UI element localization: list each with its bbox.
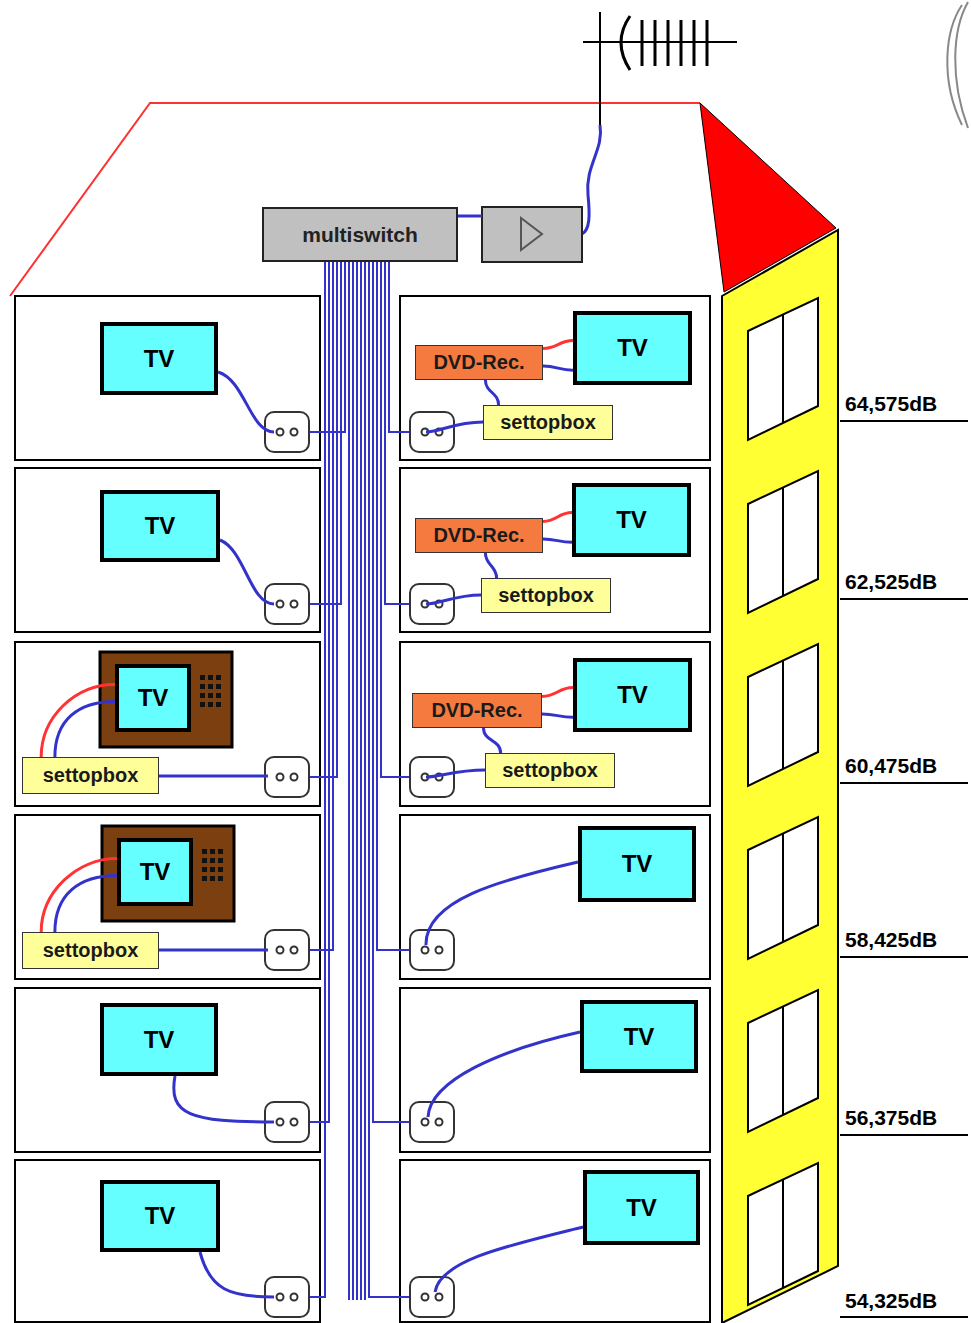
av-cable	[542, 714, 573, 717]
settopbox-box: settopbox	[22, 757, 159, 794]
level-label: 58,425dB	[845, 928, 937, 952]
tv-screen: TV	[573, 658, 692, 732]
node-text: TV	[617, 681, 648, 709]
settopbox-box: settopbox	[22, 932, 159, 969]
av-cable	[542, 688, 573, 697]
node-text: TV	[140, 858, 171, 886]
tv-screen: TV	[117, 838, 193, 906]
node-text: TV	[144, 1026, 175, 1054]
node-text: TV	[616, 506, 647, 534]
node-text: DVD-Rec.	[433, 351, 524, 374]
level-label: 60,475dB	[845, 754, 937, 778]
window	[748, 990, 818, 1132]
tv-screen: TV	[583, 1170, 700, 1245]
wall-socket	[265, 757, 309, 797]
wall-socket	[410, 1277, 454, 1317]
multiswitch-box: multiswitch	[262, 207, 458, 262]
dvd-recorder-box: DVD-Rec.	[415, 518, 543, 553]
node-text: DVD-Rec.	[433, 524, 524, 547]
level-label: 56,375dB	[845, 1106, 937, 1130]
av-cable	[543, 366, 573, 370]
window	[748, 817, 818, 959]
wall-socket	[265, 930, 309, 970]
node-text: settopbox	[43, 939, 139, 962]
window	[748, 1163, 818, 1305]
level-label: 62,525dB	[845, 570, 937, 594]
node-text: settopbox	[502, 759, 598, 782]
av-cable	[485, 380, 498, 405]
av-cable	[543, 539, 572, 542]
node-text: settopbox	[43, 764, 139, 787]
wall-socket	[410, 930, 454, 970]
dvd-recorder-box: DVD-Rec.	[415, 345, 543, 380]
node-text: settopbox	[500, 411, 596, 434]
av-cable	[484, 728, 501, 753]
node-text: TV	[617, 334, 648, 362]
level-label: 64,575dB	[845, 392, 937, 416]
node-text: TV	[138, 684, 169, 712]
settopbox-box: settopbox	[485, 753, 615, 788]
node-text: multiswitch	[302, 223, 418, 247]
tv-screen: TV	[100, 322, 218, 395]
tv-screen: TV	[115, 664, 191, 732]
node-text: DVD-Rec.	[431, 699, 522, 722]
av-cable	[41, 684, 115, 757]
tv-screen: TV	[580, 1000, 698, 1073]
node-text: TV	[145, 512, 176, 540]
av-cable	[55, 701, 115, 757]
av-cable	[55, 875, 117, 932]
settopbox-box: settopbox	[483, 405, 613, 440]
node-text: TV	[144, 345, 175, 373]
node-text: settopbox	[498, 584, 594, 607]
av-cable	[41, 858, 117, 932]
level-label: 54,325dB	[845, 1289, 937, 1313]
tv-screen: TV	[573, 311, 692, 385]
window	[748, 298, 818, 440]
av-cable	[543, 341, 573, 349]
node-text: TV	[145, 1202, 176, 1230]
av-cable	[543, 513, 572, 522]
tv-screen: TV	[572, 483, 691, 557]
tv-screen: TV	[100, 1003, 218, 1076]
node-text: TV	[624, 1023, 655, 1051]
settopbox-box: settopbox	[481, 578, 611, 613]
tv-screen: TV	[578, 826, 696, 902]
dvd-recorder-box: DVD-Rec.	[412, 693, 542, 728]
tv-screen: TV	[100, 1180, 220, 1252]
node-text: TV	[626, 1194, 657, 1222]
window	[748, 471, 818, 613]
window	[748, 644, 818, 786]
node-text: TV	[622, 850, 653, 878]
wall-socket	[410, 1102, 454, 1142]
av-cable	[485, 553, 496, 578]
tv-screen: TV	[100, 490, 220, 562]
